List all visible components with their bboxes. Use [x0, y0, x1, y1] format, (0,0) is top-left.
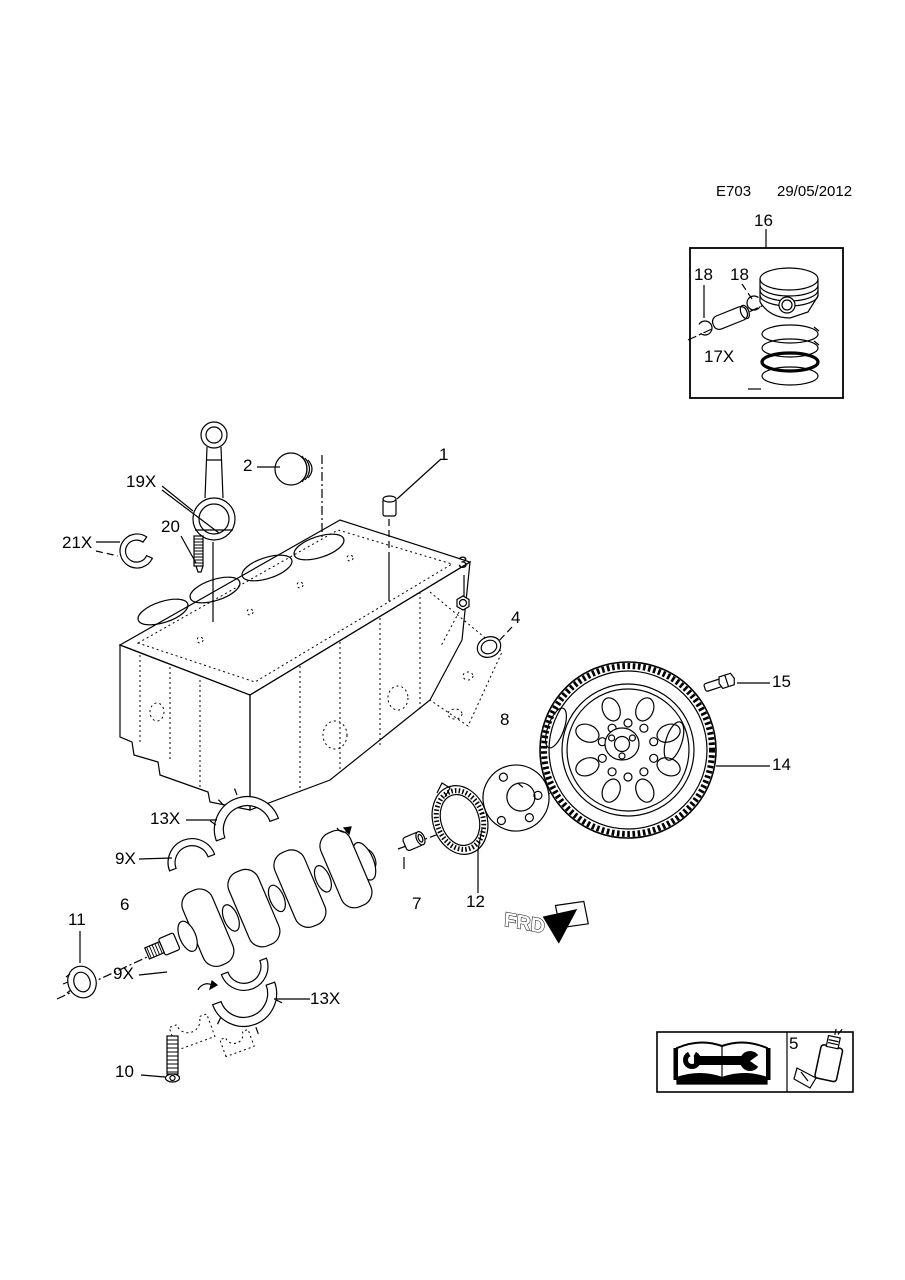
engine-block-drawing: [118, 519, 503, 811]
main-bearing-shells-drawing: [167, 788, 352, 1035]
book-wrench-icon: [673, 1041, 771, 1085]
crankshaft-axis-lines: [56, 304, 765, 1000]
callout-12-pulse-plate[interactable]: 12: [466, 892, 485, 911]
callout-16-piston-assembly-box[interactable]: 16: [754, 211, 773, 230]
rod-bearing-shell-drawing: [119, 533, 154, 569]
seal-ring-drawing: [476, 636, 502, 658]
callout-3-nut[interactable]: 3: [458, 553, 468, 572]
pulse-plate-drawing: [482, 764, 550, 832]
callout-14-flywheel[interactable]: 14: [772, 755, 791, 774]
callout-11-front-seal[interactable]: 11: [68, 910, 86, 929]
callout-4-seal-ring[interactable]: 4: [511, 608, 521, 627]
callout-9x-main-lower[interactable]: 9X: [113, 964, 134, 983]
front-oil-seal-drawing: [62, 965, 97, 999]
callout-10-stud[interactable]: 10: [115, 1062, 134, 1081]
drawing-code: E703: [716, 183, 752, 200]
callout-17x-ring-set[interactable]: 17X: [704, 347, 735, 366]
callout-7-rear-seal[interactable]: 7: [412, 894, 422, 913]
callout-21x-rod-shell[interactable]: 21X: [62, 533, 93, 552]
frd-label: FRD: [504, 909, 546, 938]
callout-1-block-plug[interactable]: 1: [439, 445, 449, 464]
callout-15-flywheel-bolt[interactable]: 15: [772, 672, 791, 691]
crankshaft-drawing: [143, 829, 377, 967]
piston-assembly-inset-box: [689, 247, 844, 399]
callout-13x-thrust-upper[interactable]: 13X: [150, 809, 181, 828]
callout-5-sealing-compound[interactable]: 5: [789, 1034, 799, 1053]
legend-box: [656, 1028, 854, 1093]
callout-13x-thrust-lower[interactable]: 13X: [310, 989, 341, 1008]
main-bearing-stud-drawing: [164, 1035, 181, 1083]
piston-2-drawing: [274, 452, 313, 486]
leader-lines: [79, 229, 770, 1078]
flywheel-drawing: [539, 661, 717, 839]
rear-oil-seal-drawing: [431, 782, 489, 855]
frd-direction-marker: FRD: [503, 900, 589, 944]
adhesive-bottle-icon: [793, 1028, 844, 1089]
callout-18-circlip-right[interactable]: 18: [730, 265, 749, 284]
callout-20-rod-bolt[interactable]: 20: [161, 517, 180, 536]
block-plug-drawing: [382, 495, 397, 601]
callout-19x-rod-bearing[interactable]: 19X: [126, 472, 157, 491]
drawing-date: 29/05/2012: [777, 183, 853, 200]
callout-2-piston[interactable]: 2: [243, 456, 253, 475]
callout-6-crankshaft[interactable]: 6: [120, 895, 130, 914]
crankshaft-bushing-drawing: [402, 831, 426, 852]
nut-drawing: [440, 595, 470, 647]
callout-8-bushing[interactable]: 8: [500, 710, 510, 729]
callout-9x-main-upper[interactable]: 9X: [115, 849, 136, 868]
callout-18-circlip-left[interactable]: 18: [694, 265, 713, 284]
flywheel-bolt-drawing: [703, 672, 735, 692]
connecting-rod-drawing: [192, 421, 236, 622]
